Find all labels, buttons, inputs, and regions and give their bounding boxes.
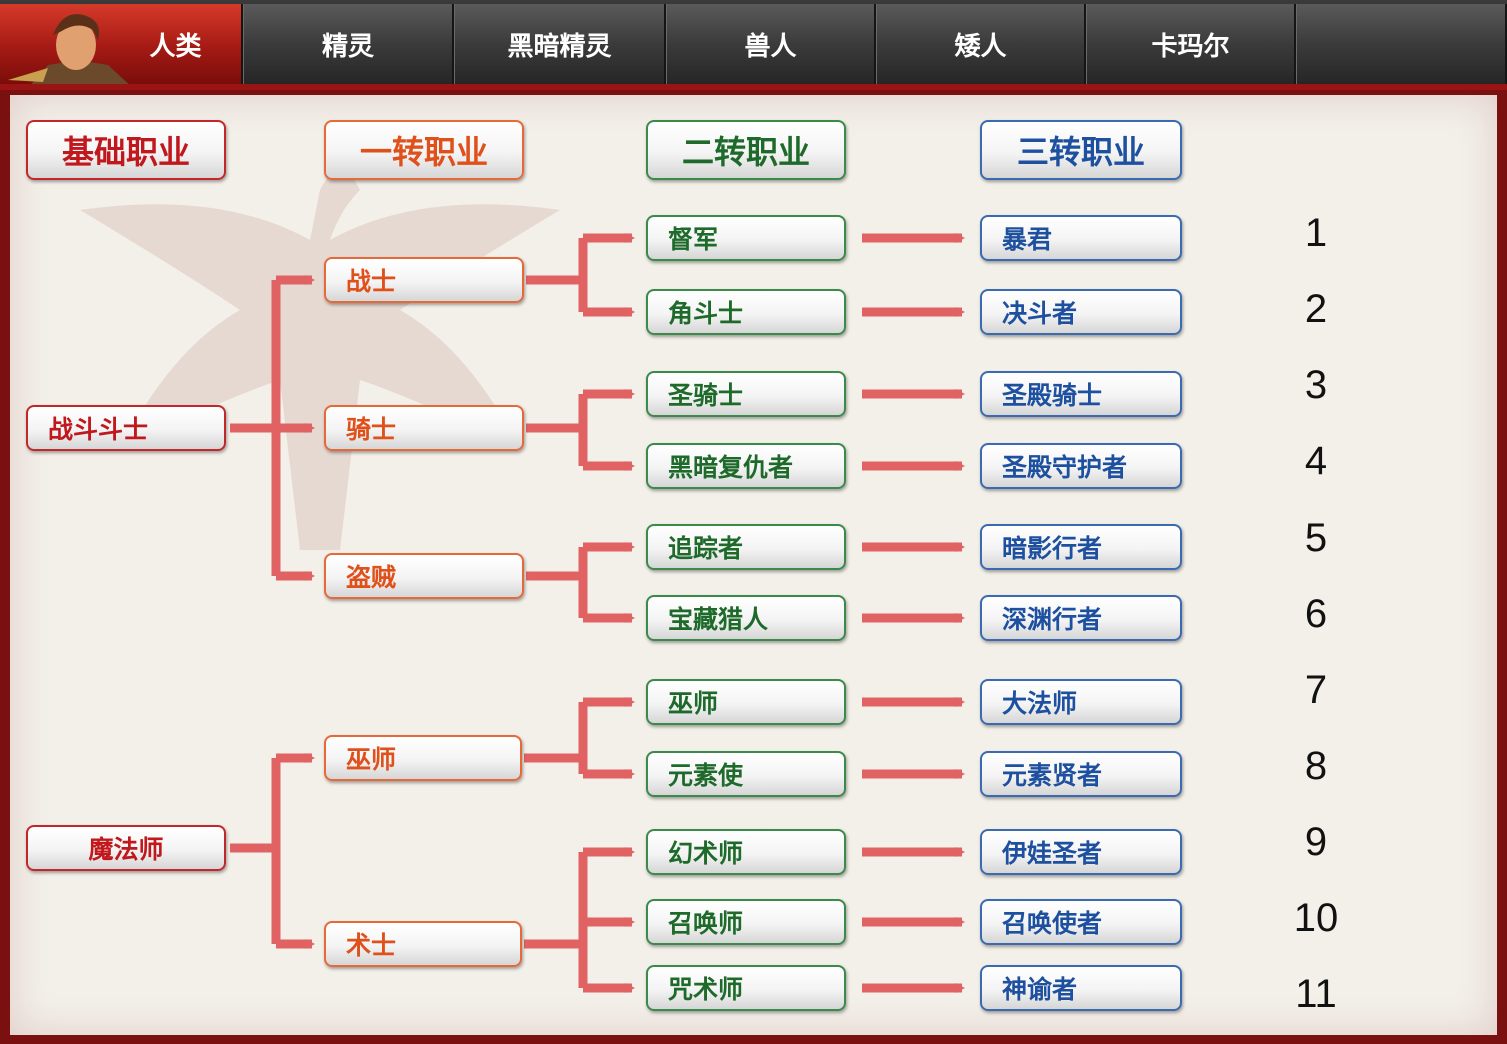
second-class-row-10[interactable]: 召唤师 [646, 899, 846, 945]
third-class-row-9[interactable]: 伊娃圣者 [980, 829, 1182, 875]
second-class-row-8[interactable]: 元素使 [646, 751, 846, 797]
row-number: 4 [1304, 439, 1328, 483]
race-tab-bar: 人类 精灵 黑暗精灵 兽人 矮人 卡玛尔 [0, 0, 1507, 88]
row-number: 5 [1304, 516, 1328, 560]
row-number: 9 [1304, 820, 1328, 864]
row-number: 3 [1304, 363, 1328, 407]
row-number: 2 [1304, 287, 1328, 331]
tab-empty [1296, 4, 1507, 84]
tab-dwarf[interactable]: 矮人 [876, 4, 1086, 84]
third-class-row-2[interactable]: 决斗者 [980, 289, 1182, 335]
first-class-warrior[interactable]: 战士 [324, 257, 524, 303]
second-class-row-1[interactable]: 督军 [646, 215, 846, 261]
second-class-row-7[interactable]: 巫师 [646, 679, 846, 725]
third-class-row-1[interactable]: 暴君 [980, 215, 1182, 261]
header-third-class: 三转职业 [980, 120, 1182, 180]
tab-label: 卡玛尔 [1151, 31, 1230, 62]
header-second-class: 二转职业 [646, 120, 846, 180]
first-class-knight[interactable]: 骑士 [324, 405, 524, 451]
hero-portrait-icon [8, 14, 133, 88]
third-class-row-6[interactable]: 深渊行者 [980, 595, 1182, 641]
tab-dark-elf[interactable]: 黑暗精灵 [454, 4, 666, 84]
tab-underline [0, 84, 1507, 90]
row-number: 7 [1304, 668, 1328, 712]
tab-orc[interactable]: 兽人 [666, 4, 876, 84]
third-class-row-11[interactable]: 神谕者 [980, 965, 1182, 1011]
first-class-rogue[interactable]: 盗贼 [324, 553, 524, 599]
first-class-wizard[interactable]: 巫师 [324, 735, 522, 781]
second-class-row-9[interactable]: 幻术师 [646, 829, 846, 875]
tab-label: 矮人 [954, 31, 1007, 62]
base-class-fighter[interactable]: 战斗斗士 [26, 405, 226, 451]
tab-elf[interactable]: 精灵 [243, 4, 454, 84]
header-first-class: 一转职业 [324, 120, 524, 180]
third-class-row-10[interactable]: 召唤使者 [980, 899, 1182, 945]
row-number: 10 [1293, 896, 1339, 940]
third-class-row-7[interactable]: 大法师 [980, 679, 1182, 725]
row-number: 11 [1295, 972, 1337, 1016]
second-class-row-6[interactable]: 宝藏猎人 [646, 595, 846, 641]
third-class-row-8[interactable]: 元素贤者 [980, 751, 1182, 797]
tab-label: 精灵 [321, 31, 374, 62]
third-class-row-4[interactable]: 圣殿守护者 [980, 443, 1182, 489]
tab-kamael[interactable]: 卡玛尔 [1086, 4, 1296, 84]
second-class-row-3[interactable]: 圣骑士 [646, 371, 846, 417]
second-class-row-4[interactable]: 黑暗复仇者 [646, 443, 846, 489]
second-class-row-11[interactable]: 咒术师 [646, 965, 846, 1011]
third-class-row-3[interactable]: 圣殿骑士 [980, 371, 1182, 417]
row-number: 6 [1304, 592, 1328, 636]
second-class-row-5[interactable]: 追踪者 [646, 524, 846, 570]
header-base-class: 基础职业 [26, 120, 226, 180]
third-class-row-5[interactable]: 暗影行者 [980, 524, 1182, 570]
base-class-mage[interactable]: 魔法师 [26, 825, 226, 871]
tab-label: 人类 [149, 31, 202, 62]
first-class-sorcerer[interactable]: 术士 [324, 921, 522, 967]
tab-human[interactable]: 人类 [0, 4, 243, 88]
row-number: 1 [1304, 211, 1328, 255]
row-number: 8 [1304, 744, 1328, 788]
second-class-row-2[interactable]: 角斗士 [646, 289, 846, 335]
tab-label: 黑暗精灵 [507, 31, 612, 62]
tab-label: 兽人 [744, 31, 797, 62]
